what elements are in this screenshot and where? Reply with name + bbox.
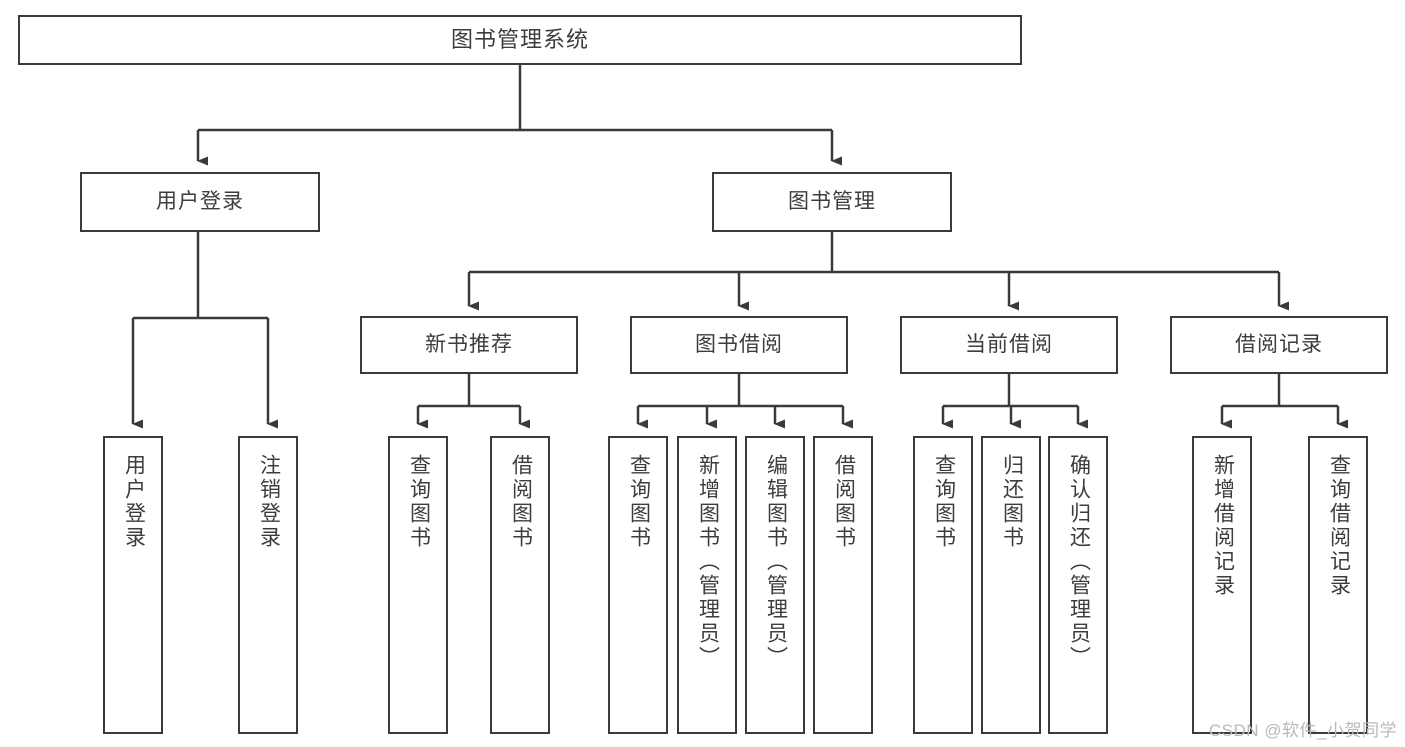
node-label: 用户登录 [156, 190, 244, 214]
node-label: 图书管理系统 [450, 26, 589, 52]
node-new-book-recommendation[interactable]: 新书推荐 [360, 316, 578, 374]
node-user-login[interactable]: 用户登录 [80, 172, 320, 232]
node-label: 借阅图书 [832, 454, 856, 550]
leaf-return-book[interactable]: 归还图书 [981, 436, 1041, 734]
node-label: 注销登录 [257, 454, 281, 550]
leaf-borrow-book-borrow-group[interactable]: 借阅图书 [813, 436, 873, 734]
node-label: 查询图书 [627, 454, 651, 550]
leaf-edit-book-admin[interactable]: 编辑图书（管理员） [745, 436, 805, 734]
node-label: 新书推荐 [425, 333, 513, 357]
node-label: 图书借阅 [695, 333, 783, 357]
leaf-query-book-borrow-group[interactable]: 查询图书 [608, 436, 668, 734]
leaf-logout[interactable]: 注销登录 [238, 436, 298, 734]
leaf-add-book-admin[interactable]: 新增图书（管理员） [677, 436, 737, 734]
leaf-user-login[interactable]: 用户登录 [103, 436, 163, 734]
node-label: 借阅记录 [1235, 333, 1323, 357]
node-label: 查询借阅记录 [1327, 454, 1351, 598]
node-label: 查询图书 [932, 454, 956, 550]
node-label: 新增图书（管理员） [696, 454, 720, 670]
node-label: 当前借阅 [965, 333, 1053, 357]
node-borrowing-record[interactable]: 借阅记录 [1170, 316, 1388, 374]
node-book-management[interactable]: 图书管理 [712, 172, 952, 232]
node-label: 确认归还（管理员） [1067, 454, 1091, 670]
node-label: 图书管理 [788, 190, 876, 214]
leaf-confirm-return-admin[interactable]: 确认归还（管理员） [1048, 436, 1108, 734]
leaf-borrow-book-new-book-group[interactable]: 借阅图书 [490, 436, 550, 734]
node-root-system[interactable]: 图书管理系统 [18, 15, 1022, 65]
node-label: 借阅图书 [509, 454, 533, 550]
node-book-borrowing[interactable]: 图书借阅 [630, 316, 848, 374]
node-label: 用户登录 [122, 454, 146, 550]
node-label: 编辑图书（管理员） [764, 454, 788, 670]
csdn-watermark: CSDN @软件_小贺同学 [1208, 721, 1397, 740]
node-label: 查询图书 [407, 454, 431, 550]
leaf-query-book-current-group[interactable]: 查询图书 [913, 436, 973, 734]
node-label: 归还图书 [1000, 454, 1024, 550]
leaf-query-book-new-book-group[interactable]: 查询图书 [388, 436, 448, 734]
leaf-add-borrowing-record[interactable]: 新增借阅记录 [1192, 436, 1252, 734]
node-label: 新增借阅记录 [1211, 454, 1235, 598]
node-current-borrowing[interactable]: 当前借阅 [900, 316, 1118, 374]
leaf-query-borrowing-record[interactable]: 查询借阅记录 [1308, 436, 1368, 734]
